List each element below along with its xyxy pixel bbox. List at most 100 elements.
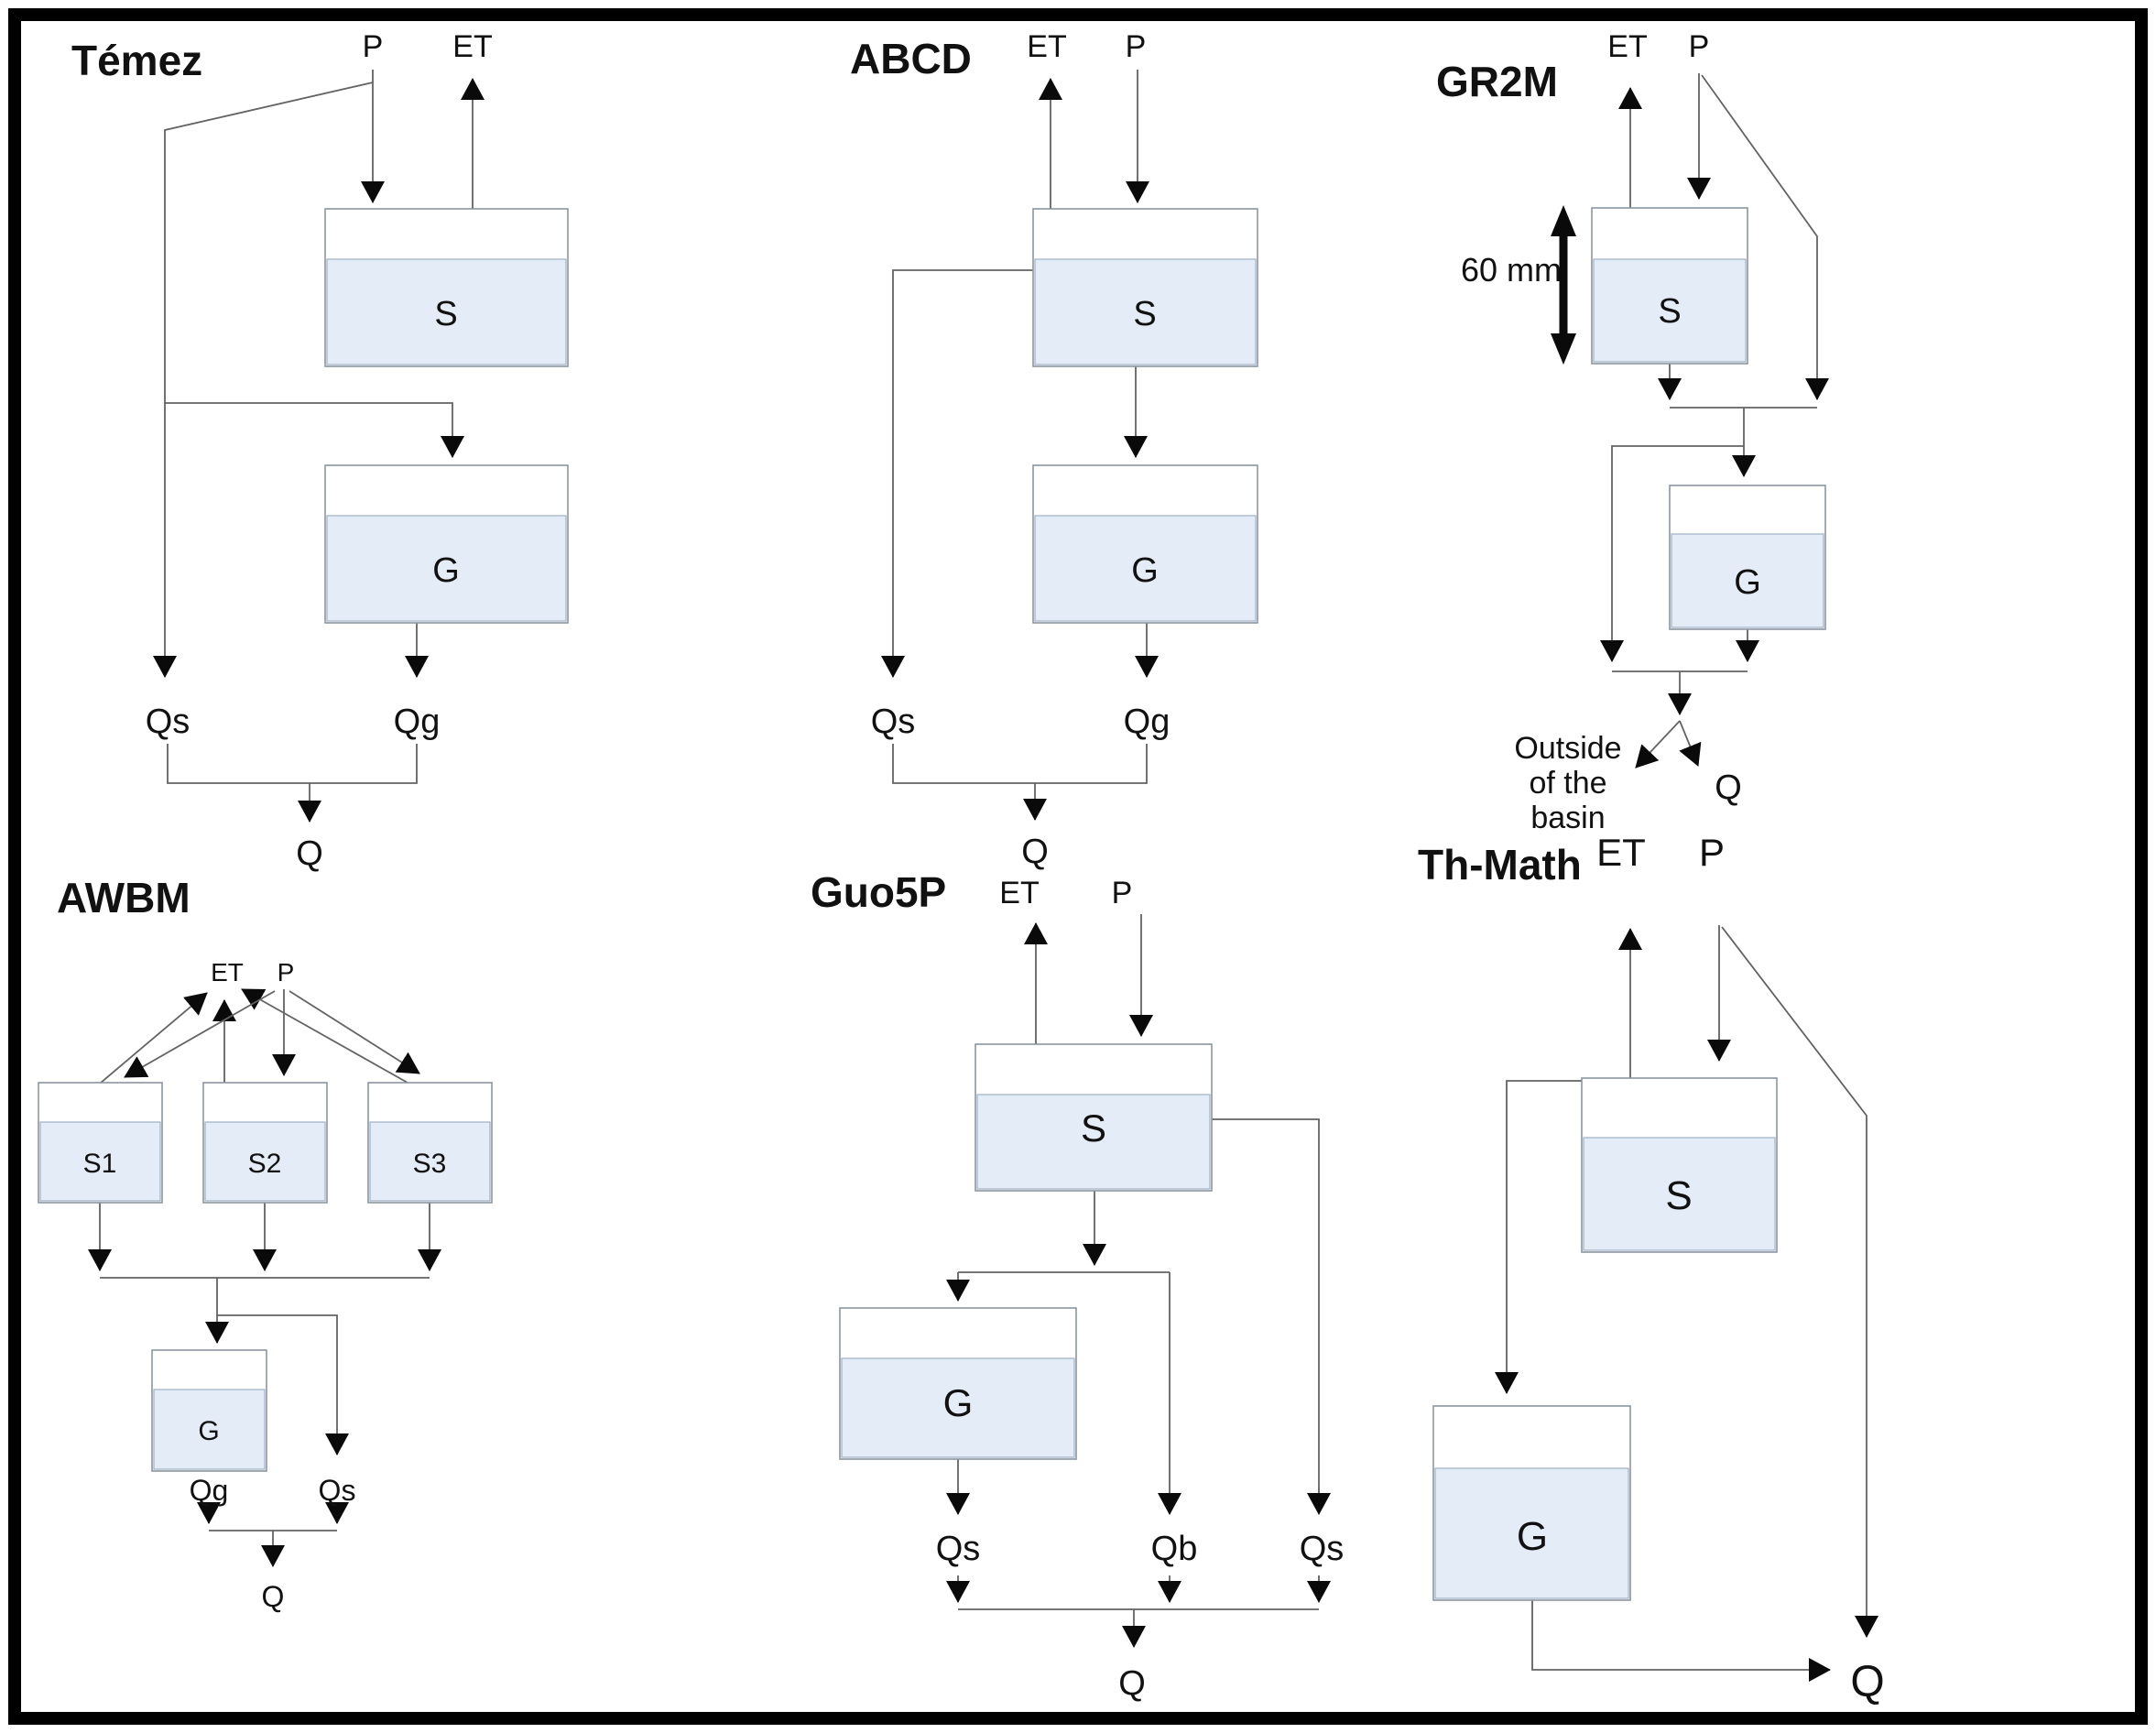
abcd-label-p: P [1126,29,1147,64]
thmath-label-p: P [1699,831,1725,874]
guo5p-label-qs-left: Qs [936,1530,981,1568]
thmath-title: Th-Math [1418,841,1582,888]
thmath-flows [1495,925,1878,1682]
flow-arrow-p-bypass [1721,926,1878,1638]
flow-arrow-s-to-g [1495,1080,1582,1394]
awbm-tank-s2: S2 [202,1082,328,1204]
awbm-label-q: Q [262,1580,285,1613]
abcd-label-q: Q [1021,833,1049,871]
tank-water [39,1121,161,1202]
thmath-label-et: ET [1596,831,1646,874]
temez-flows [153,70,485,823]
thmath-tank-s-label: S [1665,1173,1692,1218]
awbm-tank-s3-label: S3 [413,1149,447,1179]
guo5p-title: Guo5P [811,868,946,916]
temez-tank-g-label: G [432,551,460,590]
gr2m-tank-g-label: G [1734,563,1761,602]
temez-model: S G Témez P ET Qs Qg Q [71,29,569,873]
abcd-tank-s: S [1032,208,1258,367]
flow-line-collector [167,744,418,784]
awbm-label-p: P [278,958,295,986]
thmath-tank-g: G [1432,1405,1631,1601]
abcd-label-qg: Qg [1124,703,1171,741]
flow-arrow-left-branch [1600,445,1744,662]
abcd-flows [881,70,1159,821]
flow-arrow-p-s1 [124,990,276,1078]
temez-label-p: P [363,29,384,64]
awbm-flows [88,988,441,1567]
gr2m-tank-g: G [1669,485,1826,630]
guo5p-label-qs-right: Qs [1300,1530,1345,1568]
flow-arrow-qs-branch [217,1314,349,1455]
awbm-tank-s1: S1 [38,1082,163,1204]
gr2m-tank-s: S [1591,207,1748,365]
awbm-label-qs: Qs [319,1474,356,1507]
flow-arrow-p-bypass [1701,74,1829,400]
flow-arrow-to-q [1679,720,1702,767]
guo5p-tank-s: S [975,1043,1213,1192]
gr2m-label-et: ET [1607,29,1647,64]
abcd-model: S G ABCD ET P Qs Qg Q [850,29,1258,871]
flow-arrow-g-to-q [1531,1600,1831,1682]
guo5p-tank-g-label: G [943,1381,974,1424]
tank-water [326,258,567,365]
tank-water [326,515,567,622]
tank-water [1434,1467,1629,1599]
gr2m-tank-s-label: S [1658,292,1681,331]
awbm-label-qg: Qg [190,1474,229,1507]
awbm-tank-s2-label: S2 [248,1149,282,1179]
awbm-tank-g-label: G [198,1416,219,1446]
flow-arrow-s-to-qs [881,269,1033,678]
flow-arrow-s3-et [241,988,408,1084]
gr2m-outside-line2: of the [1529,766,1606,801]
tank-water [1671,533,1824,628]
temez-label-q: Q [296,834,323,873]
thmath-tank-s: S [1581,1077,1778,1253]
temez-tank-g: G [324,464,569,624]
flow-arrow-branch-to-g [165,402,464,458]
tank-water [976,1094,1211,1190]
temez-title: Témez [71,37,202,84]
flow-arrow-right-qs [1212,1118,1331,1515]
abcd-label-et: ET [1027,29,1066,64]
gr2m-label-q: Q [1715,768,1742,807]
gr2m-scale-label: 60 mm [1461,251,1562,289]
gr2m-model: S G GR2M ET P 60 mm Outside of the basin… [1436,29,1829,835]
guo5p-flows [946,914,1331,1648]
abcd-tank-s-label: S [1133,295,1156,333]
temez-label-et: ET [452,29,492,64]
tank-water [153,1389,266,1470]
scale-bar-arrow-down-icon [1551,333,1576,365]
abcd-tank-g-label: G [1131,551,1159,590]
guo5p-label-et: ET [999,876,1039,910]
awbm-tank-s1-label: S1 [83,1149,117,1179]
gr2m-title: GR2M [1436,58,1558,105]
diagram-frame [8,8,2148,1725]
tank-water [1593,258,1747,363]
thmath-label-q: Q [1850,1658,1884,1706]
awbm-tank-s3: S3 [367,1082,493,1204]
guo5p-label-qb: Qb [1151,1530,1198,1568]
guo5p-tank-g: G [839,1307,1077,1460]
guo5p-label-p: P [1112,876,1133,910]
gr2m-outside-line1: Outside [1514,731,1621,766]
abcd-title: ABCD [850,35,972,82]
awbm-label-et: ET [211,958,244,986]
guo5p-model: S G Guo5P ET P Qs Qb Qs Q [811,868,1344,1703]
flow-line-collector [892,744,1148,784]
abcd-tank-g: G [1032,464,1258,624]
awbm-title: AWBM [57,874,191,921]
temez-tank-s-label: S [434,295,457,333]
gr2m-scale-bar [1551,205,1576,365]
awbm-tank-g: G [151,1349,267,1472]
abcd-label-qs: Qs [871,703,916,741]
gr2m-label-p: P [1689,29,1710,64]
gr2m-outside-line3: basin [1530,801,1605,835]
thmath-tank-g-label: G [1517,1514,1548,1559]
tank-water [841,1357,1075,1458]
temez-label-qg: Qg [394,703,441,741]
tank-water [369,1121,491,1202]
flow-arrow-s1-et [100,992,208,1084]
tank-water [1034,258,1257,365]
